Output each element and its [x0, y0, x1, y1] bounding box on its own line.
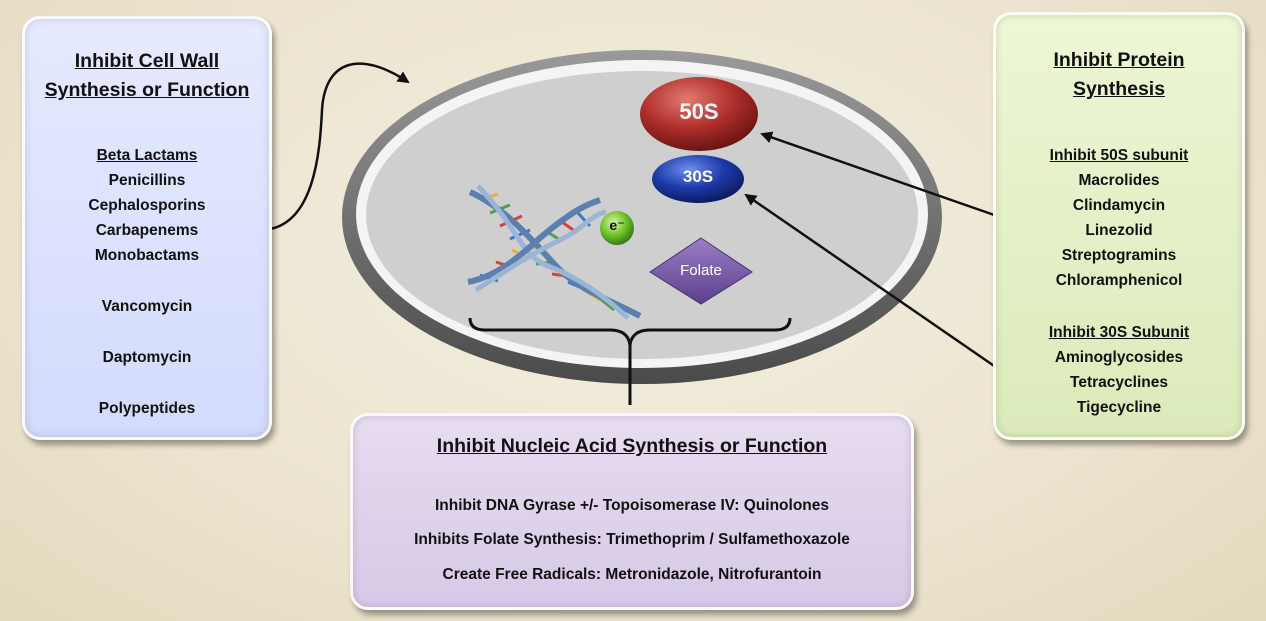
cell-wall-item-vancomycin: Vancomycin [101, 298, 193, 315]
protein-50s-header: Inhibit 50S subunit [1049, 147, 1189, 164]
protein-50s-item-macrolides: Macrolides [1078, 172, 1160, 189]
protein-50s-item-chloramphenicol: Chloramphenicol [1055, 272, 1183, 289]
protein-30s-header: Inhibit 30S Subunit [1048, 324, 1190, 341]
bacterial-cell [342, 50, 942, 384]
cell-wall-item-cephalosporins: Cephalosporins [88, 197, 206, 214]
arrow-to-50s [760, 131, 1001, 219]
cell-wall-arrow [259, 62, 410, 232]
electron-label: e⁻ [609, 217, 625, 233]
cell-wall-title-line1: Inhibit Cell Wall [74, 50, 220, 72]
cell-wall-title-line2: Synthesis or Function [44, 79, 250, 101]
protein-title-line2: Synthesis [1072, 78, 1166, 100]
nucleic-line-quinolones: Inhibit DNA Gyrase +/- Topoisomerase IV:… [434, 497, 830, 514]
cell-wall-item-monobactams: Monobactams [94, 247, 200, 264]
protein-50s-item-clindamycin: Clindamycin [1072, 197, 1166, 214]
nucleic-acid-panel: Inhibit Nucleic Acid Synthesis or Functi… [350, 413, 914, 610]
cell-wall-item-polypeptides: Polypeptides [98, 400, 196, 417]
electron-sphere [600, 211, 634, 245]
nucleic-title: Inhibit Nucleic Acid Synthesis or Functi… [436, 435, 828, 457]
nucleic-brace [468, 317, 792, 405]
protein-50s-item-linezolid: Linezolid [1085, 222, 1153, 239]
protein-synthesis-panel: Inhibit Protein Synthesis Inhibit 50S su… [993, 12, 1245, 440]
protein-30s-item-tetracyclines: Tetracyclines [1070, 374, 1168, 391]
ribosome-30s-shape [652, 155, 744, 203]
cell-cytoplasm [366, 71, 918, 359]
cell-wall-item-penicillins: Penicillins [108, 172, 186, 189]
protein-30s-item-tigecycline: Tigecycline [1076, 399, 1162, 416]
nucleic-line-folate: Inhibits Folate Synthesis: Trimethoprim … [414, 531, 850, 548]
protein-30s-item-aminoglycosides: Aminoglycosides [1054, 349, 1184, 366]
ribosome-30s-label: 30S [682, 167, 714, 186]
cell-wall-item-carbapenems: Carbapenems [95, 222, 199, 239]
cell-wall-panel: Inhibit Cell Wall Synthesis or Function … [22, 16, 272, 440]
dna-helix-icon [467, 184, 642, 320]
nucleic-line-free-radicals: Create Free Radicals: Metronidazole, Nit… [442, 566, 822, 583]
arrow-to-30s [744, 193, 1001, 372]
ribosome-50s-label: 50S [679, 99, 719, 124]
protein-title-line1: Inhibit Protein [1053, 49, 1185, 71]
cell-wall-item-daptomycin: Daptomycin [102, 349, 192, 366]
folate-label: Folate [680, 262, 722, 279]
ribosome-50s-shape [640, 77, 758, 151]
folate-diamond [649, 237, 753, 305]
protein-50s-item-streptogramins: Streptogramins [1061, 247, 1177, 264]
cell-wall-item-beta-lactams: Beta Lactams [96, 147, 198, 164]
